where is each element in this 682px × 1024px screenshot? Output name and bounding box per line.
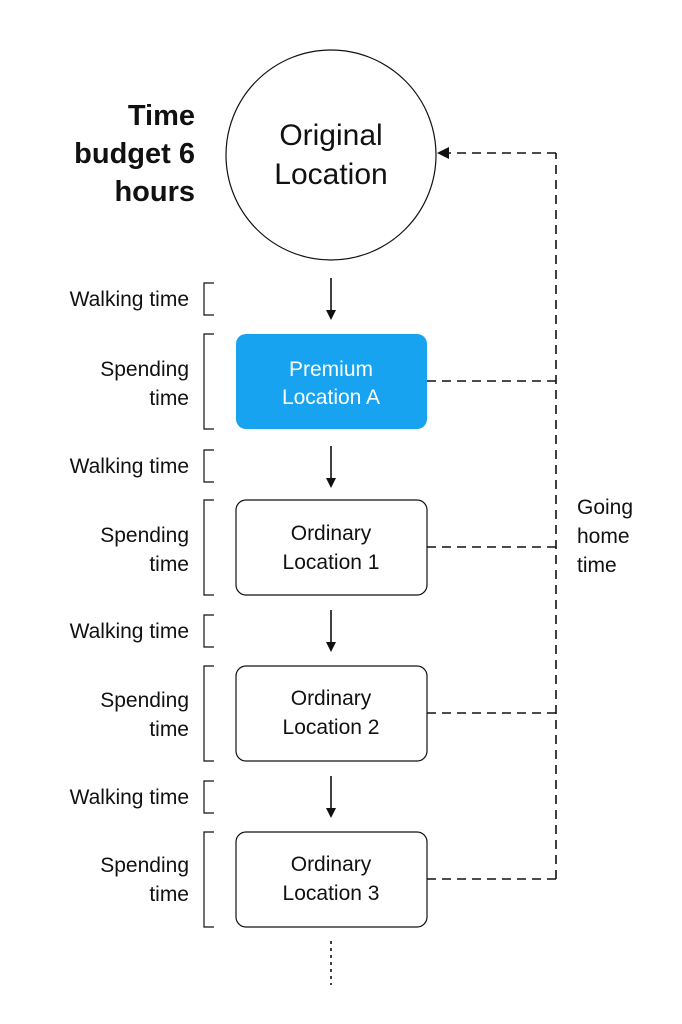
time-budget-title-line-1: Time [128, 100, 195, 132]
going-home-label-line-2: home [577, 525, 630, 548]
premium-location-label-line-1: Premium [289, 358, 373, 381]
ordinary-location-1-label-line-1: Ordinary [291, 522, 372, 545]
ordinary-location-3-box [235, 831, 428, 928]
walking-time-label-1: Walking time [70, 288, 189, 311]
spending-bracket-2 [203, 499, 214, 596]
ordinary-location-1-label-line-2: Location 1 [283, 551, 380, 574]
spending-time-label-4-line-1: Spending [100, 854, 189, 877]
premium-location-label-line-2: Location A [282, 386, 380, 409]
original-location-label-line-2: Location [274, 158, 387, 191]
walking-bracket-3 [203, 614, 214, 648]
original-location-node [225, 49, 437, 261]
ordinary-location-3-label-line-2: Location 3 [283, 882, 380, 905]
original-location-label-line-1: Original [279, 119, 382, 152]
spending-time-label-2-line-1: Spending [100, 524, 189, 547]
going-home-label-line-1: Going [577, 496, 633, 519]
spending-time-label-2-line-2: time [149, 553, 189, 576]
ordinary-location-1-box [235, 499, 428, 596]
going-home-label-line-3: time [577, 554, 617, 577]
walking-time-label-4: Walking time [70, 786, 189, 809]
spending-time-label-1-line-2: time [149, 387, 189, 410]
walking-time-label-2: Walking time [70, 455, 189, 478]
walking-bracket-1 [203, 282, 214, 316]
walking-time-label-3: Walking time [70, 620, 189, 643]
walking-bracket-4 [203, 780, 214, 814]
ordinary-location-3-label-line-1: Ordinary [291, 853, 372, 876]
spending-bracket-1 [203, 333, 214, 430]
ordinary-location-2-label-line-2: Location 2 [283, 716, 380, 739]
spending-time-label-3-line-1: Spending [100, 689, 189, 712]
time-budget-title-line-2: budget 6 [74, 138, 195, 170]
spending-time-label-1-line-1: Spending [100, 358, 189, 381]
spending-bracket-3 [203, 665, 214, 762]
walking-bracket-2 [203, 449, 214, 483]
spending-time-label-4-line-2: time [149, 883, 189, 906]
time-budget-title-line-3: hours [114, 176, 195, 208]
spending-time-label-3-line-2: time [149, 718, 189, 741]
premium-location-a-box [236, 334, 427, 429]
ordinary-location-2-label-line-1: Ordinary [291, 687, 372, 710]
spending-bracket-4 [203, 831, 214, 928]
ordinary-location-2-box [235, 665, 428, 762]
